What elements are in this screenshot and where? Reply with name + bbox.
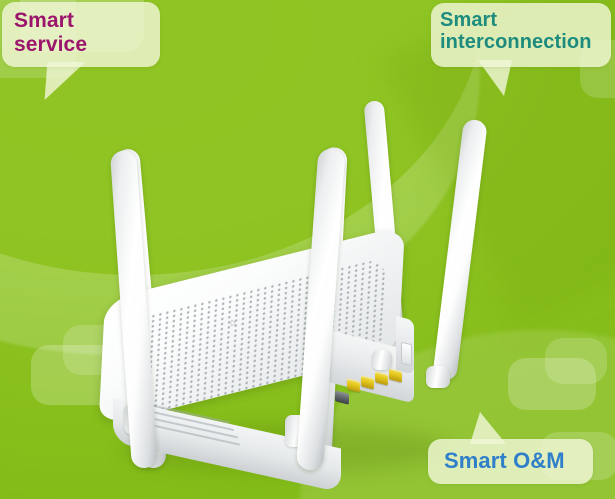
callout-smart-interconnection-label: Smart interconnection (440, 9, 592, 54)
decor-rect-right-b (545, 338, 607, 384)
callout-tail-smart-om (470, 412, 506, 444)
antenna-hinge-back-right (372, 350, 392, 370)
antenna-hinge-right (426, 366, 450, 388)
callout-smart-service-label: Smart service (14, 9, 88, 56)
callout-smart-om-label: Smart O&M (444, 448, 565, 474)
callout-smart-interconnection[interactable]: Smart interconnection (431, 3, 611, 67)
decor-rect-right-a (508, 358, 596, 410)
ethernet-port-1 (347, 378, 360, 393)
callout-smart-om[interactable]: Smart O&M (428, 439, 593, 484)
optical-port (401, 341, 412, 367)
power-port (335, 390, 349, 405)
antenna-right (432, 118, 488, 382)
callout-smart-service[interactable]: Smart service (2, 2, 160, 67)
